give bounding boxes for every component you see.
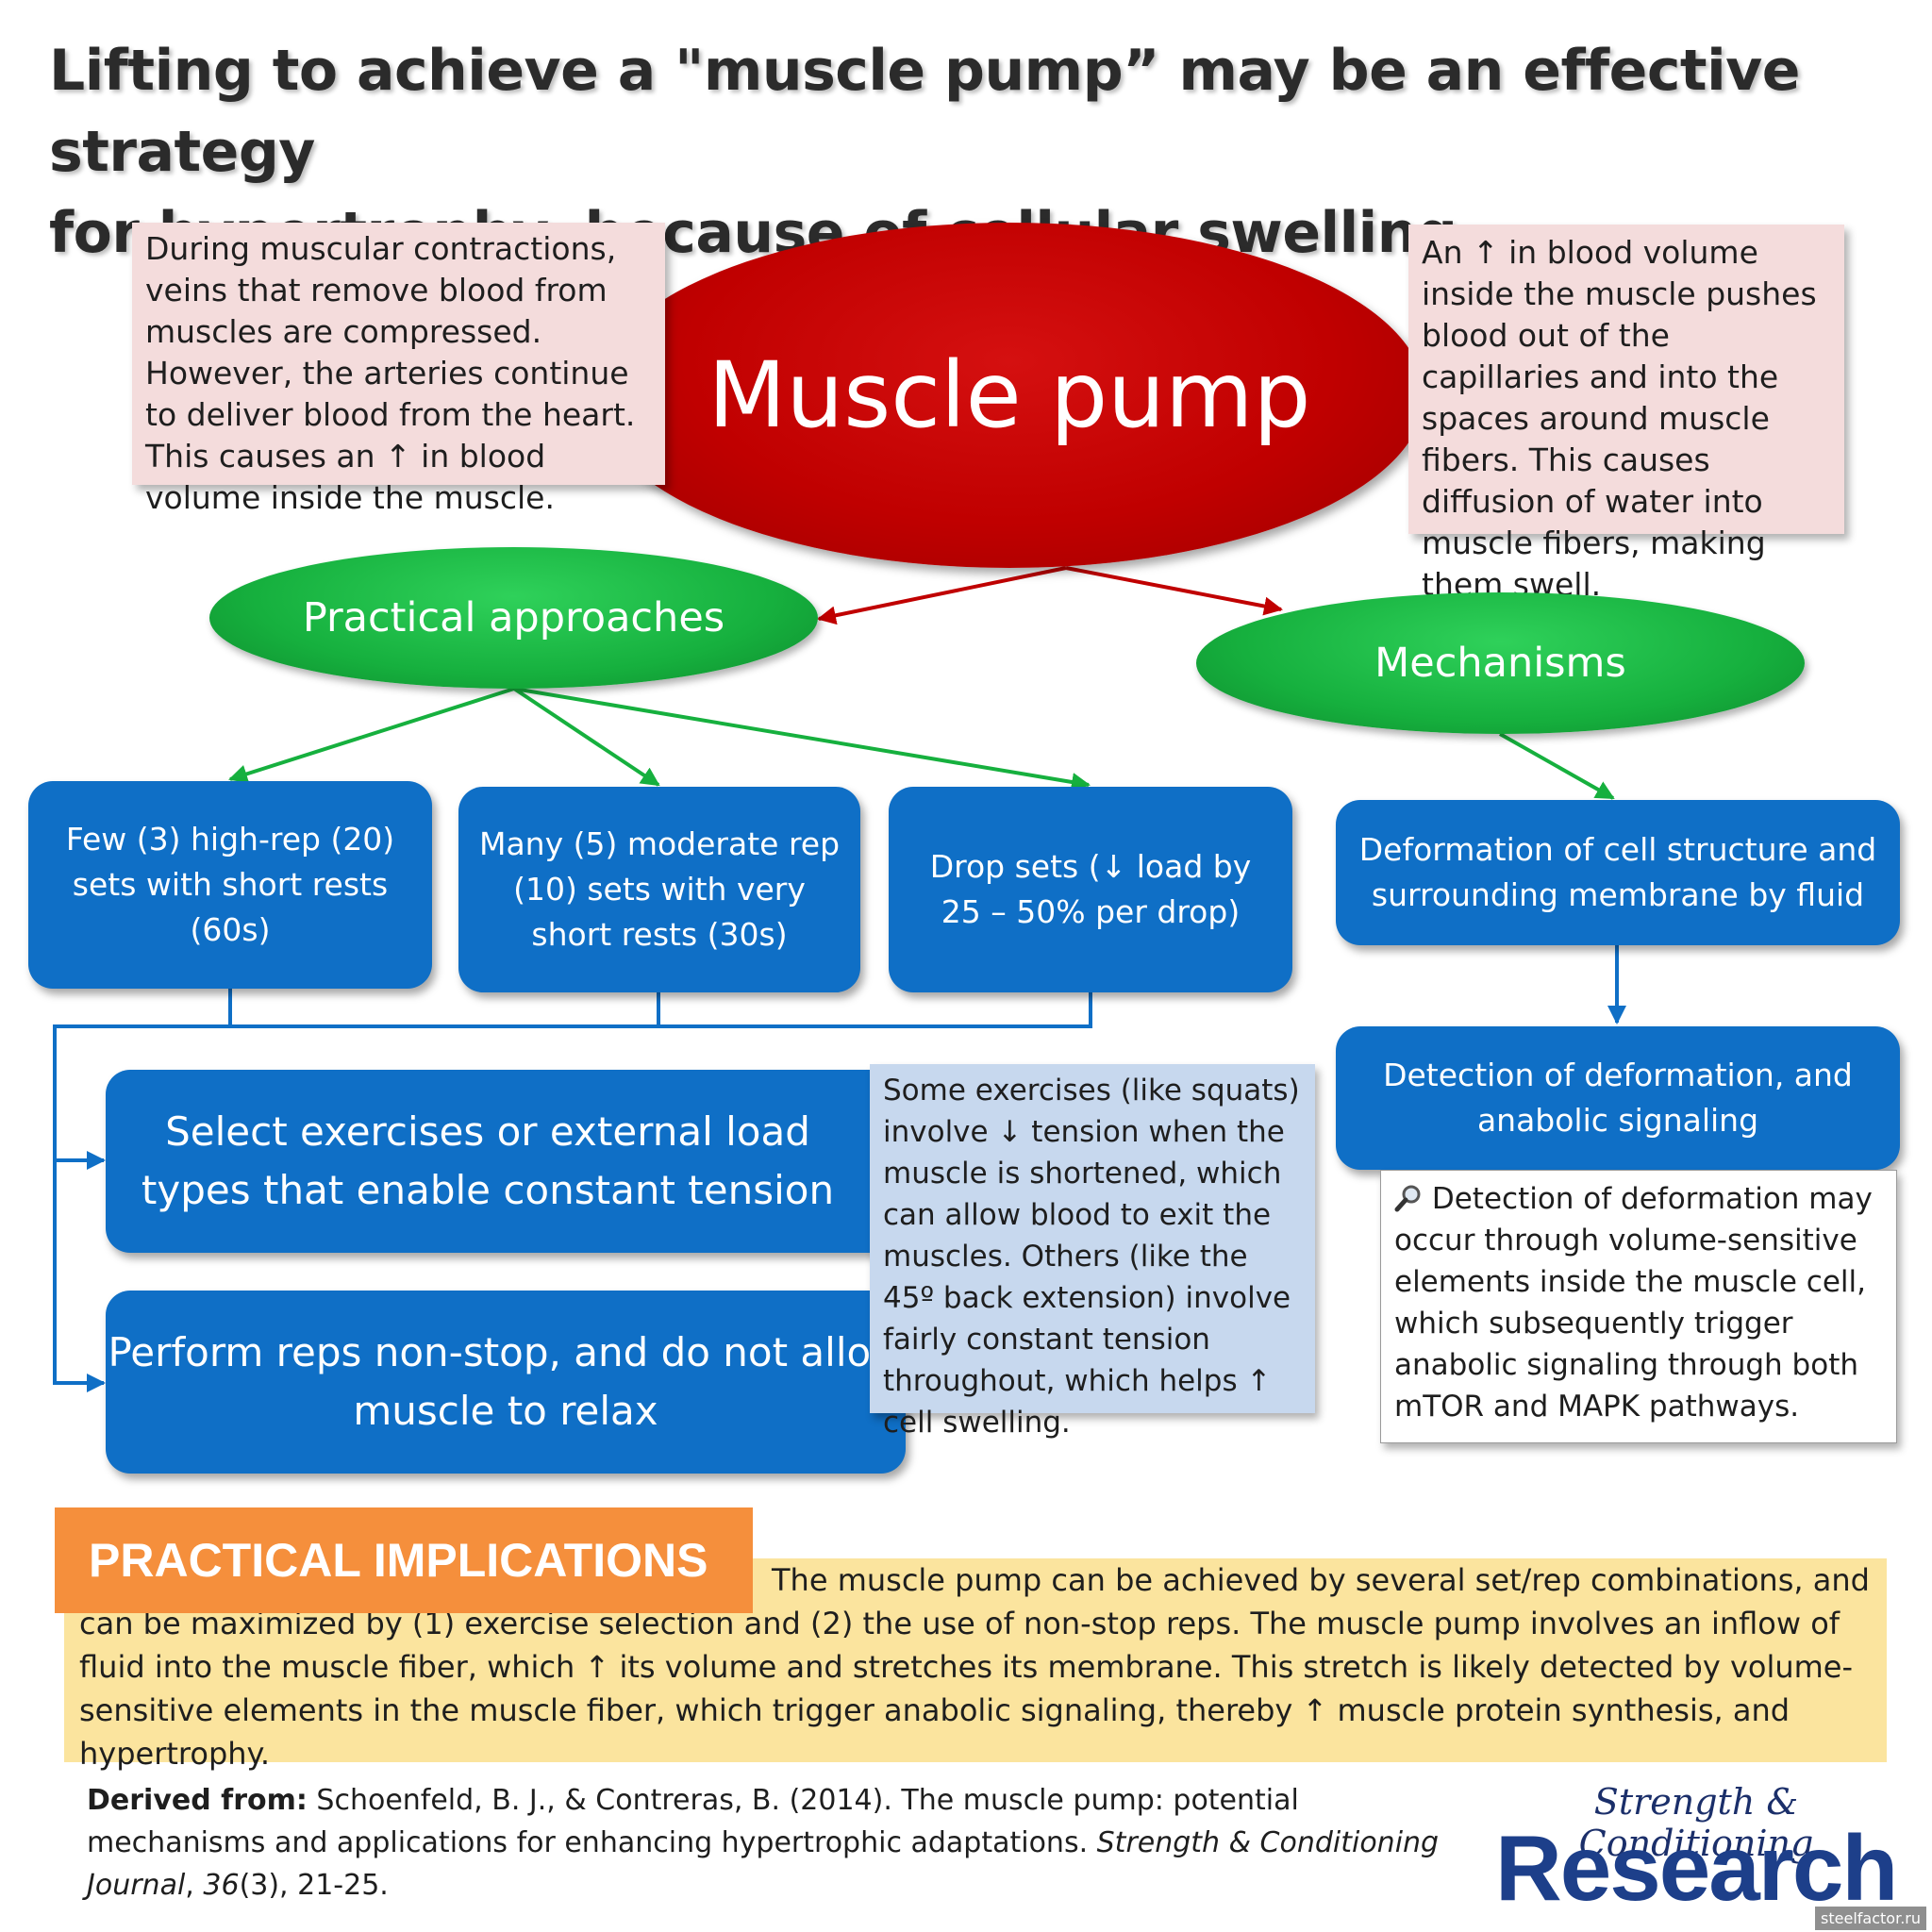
non-stop-reps-box: Perform reps non-stop, and do not allow … (106, 1291, 906, 1474)
swelling-note-text: An ↑ in blood volume inside the muscle p… (1422, 234, 1817, 603)
watermark: steelfactor.ru (1815, 1907, 1926, 1930)
citation: Derived from: Schoenfeld, B. J., & Contr… (87, 1779, 1474, 1907)
muscle-pump-label: Muscle pump (708, 342, 1311, 448)
practical-implications-header-text: PRACTICAL IMPLICATIONS (89, 1534, 708, 1587)
arrow-practical-to-approach-3 (513, 687, 1091, 791)
detection-detail-text: Detection of deformation may occur throu… (1394, 1182, 1873, 1424)
approach-moderate-rep-box: Many (5) moderate rep (10) sets with ver… (458, 787, 860, 992)
approach-drop-sets-box: Drop sets (↓ load by 25 – 50% per drop) (889, 787, 1292, 992)
exercise-tension-note: Some exercises (like squats) involve ↓ t… (870, 1064, 1315, 1440)
constant-tension-text: Select exercises or external load types … (141, 1108, 835, 1213)
logo-main-text: Research (1495, 1816, 1898, 1920)
practical-implications-header: PRACTICAL IMPLICATIONS (55, 1507, 753, 1613)
detection-detail-note: Detection of deformation may occur throu… (1380, 1170, 1897, 1443)
mechanisms-ellipse: Mechanisms (1196, 592, 1805, 734)
approach-bracket (53, 989, 1092, 1385)
title-line-1: Lifting to achieve a "muscle pump” may b… (49, 38, 1800, 185)
detection-text: Detection of deformation, and anabolic s… (1383, 1057, 1853, 1139)
citation-journal: Strength & Conditioning Journal (87, 1826, 1440, 1902)
magnifier-icon (1394, 1185, 1421, 1212)
arrow-mechanisms-to-deformation (1499, 732, 1615, 800)
approach-high-rep-box: Few (3) high-rep (20) sets with short re… (28, 781, 432, 989)
detection-box: Detection of deformation, and anabolic s… (1336, 1026, 1900, 1170)
blood-volume-note: During muscular contractions, veins that… (132, 223, 665, 516)
practical-approaches-label: Practical approaches (302, 594, 725, 641)
approach-moderate-rep-text: Many (5) moderate rep (10) sets with ver… (478, 825, 841, 953)
mechanisms-label: Mechanisms (1374, 640, 1626, 687)
logo-script-text: Strength & Conditioning (1578, 1781, 1814, 1864)
arrow-practical-to-approach-1 (228, 687, 515, 784)
approach-drop-sets-text: Drop sets (↓ load by 25 – 50% per drop) (929, 848, 1252, 930)
swelling-note: An ↑ in blood volume inside the muscle p… (1408, 225, 1844, 603)
deformation-text: Deformation of cell structure and surrou… (1358, 831, 1877, 913)
non-stop-reps-text: Perform reps non-stop, and do not allow … (108, 1329, 904, 1434)
citation-label: Derived from: (87, 1784, 308, 1817)
constant-tension-box: Select exercises or external load types … (106, 1070, 898, 1253)
citation-text: Schoenfeld, B. J., & Contreras, B. (2014… (87, 1784, 1299, 1859)
arrow-practical-to-approach-2 (512, 687, 660, 787)
citation-separator: , (185, 1869, 204, 1902)
arrow-pump-to-mechanisms (1065, 566, 1283, 616)
muscle-pump-ellipse: Muscle pump (594, 223, 1424, 568)
arrow-pump-to-practical (817, 566, 1067, 625)
citation-issue-pages: (3), 21-25. (239, 1869, 389, 1902)
deformation-box: Deformation of cell structure and surrou… (1336, 800, 1900, 945)
citation-volume: 36 (203, 1869, 240, 1902)
approach-high-rep-text: Few (3) high-rep (20) sets with short re… (65, 821, 395, 948)
blood-volume-note-text: During muscular contractions, veins that… (145, 230, 636, 516)
exercise-tension-note-text: Some exercises (like squats) involve ↓ t… (883, 1074, 1300, 1440)
practical-approaches-ellipse: Practical approaches (209, 547, 818, 689)
